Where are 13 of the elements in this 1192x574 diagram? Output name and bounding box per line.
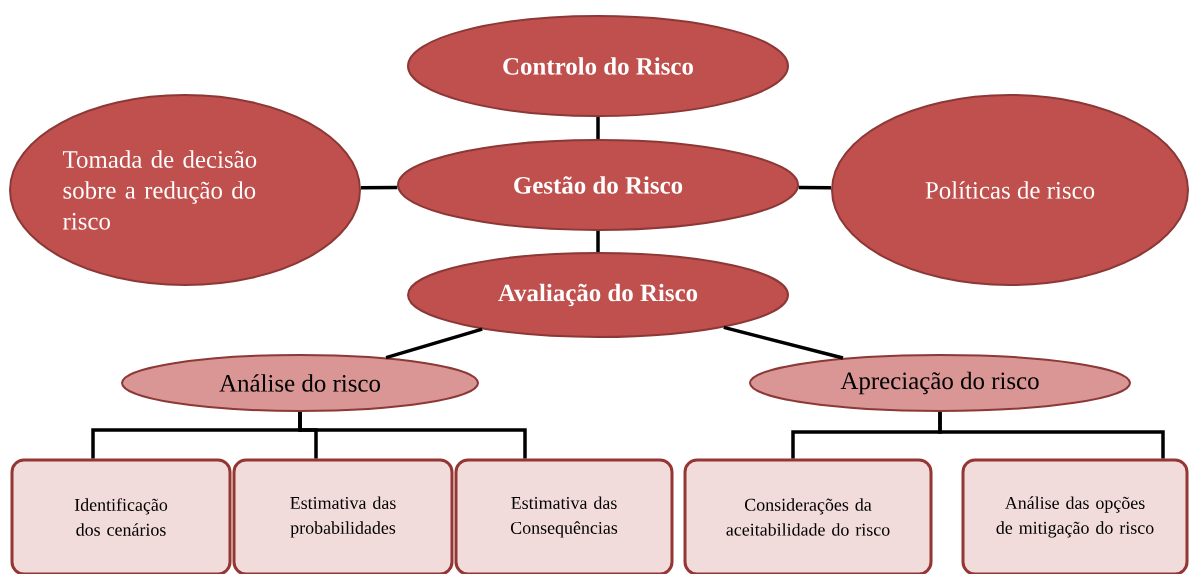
- connector-line: [798, 185, 832, 190]
- process-box: Análise das opções de mitigação do risco: [961, 458, 1189, 574]
- connector-line: [723, 325, 844, 360]
- process-box: Identificação dos cenários: [10, 458, 232, 574]
- connector-line: [596, 231, 600, 252]
- connector-line: [360, 185, 398, 190]
- process-box: Considerações da aceitabilidade do risco: [683, 458, 933, 574]
- connector-line: [938, 412, 1165, 459]
- connector-line: [385, 327, 483, 360]
- process-box: Estimativa das Consequências: [454, 458, 674, 574]
- process-box: Estimativa das probabilidades: [232, 458, 454, 574]
- connector-line: [298, 412, 527, 459]
- connector-line: [596, 117, 600, 139]
